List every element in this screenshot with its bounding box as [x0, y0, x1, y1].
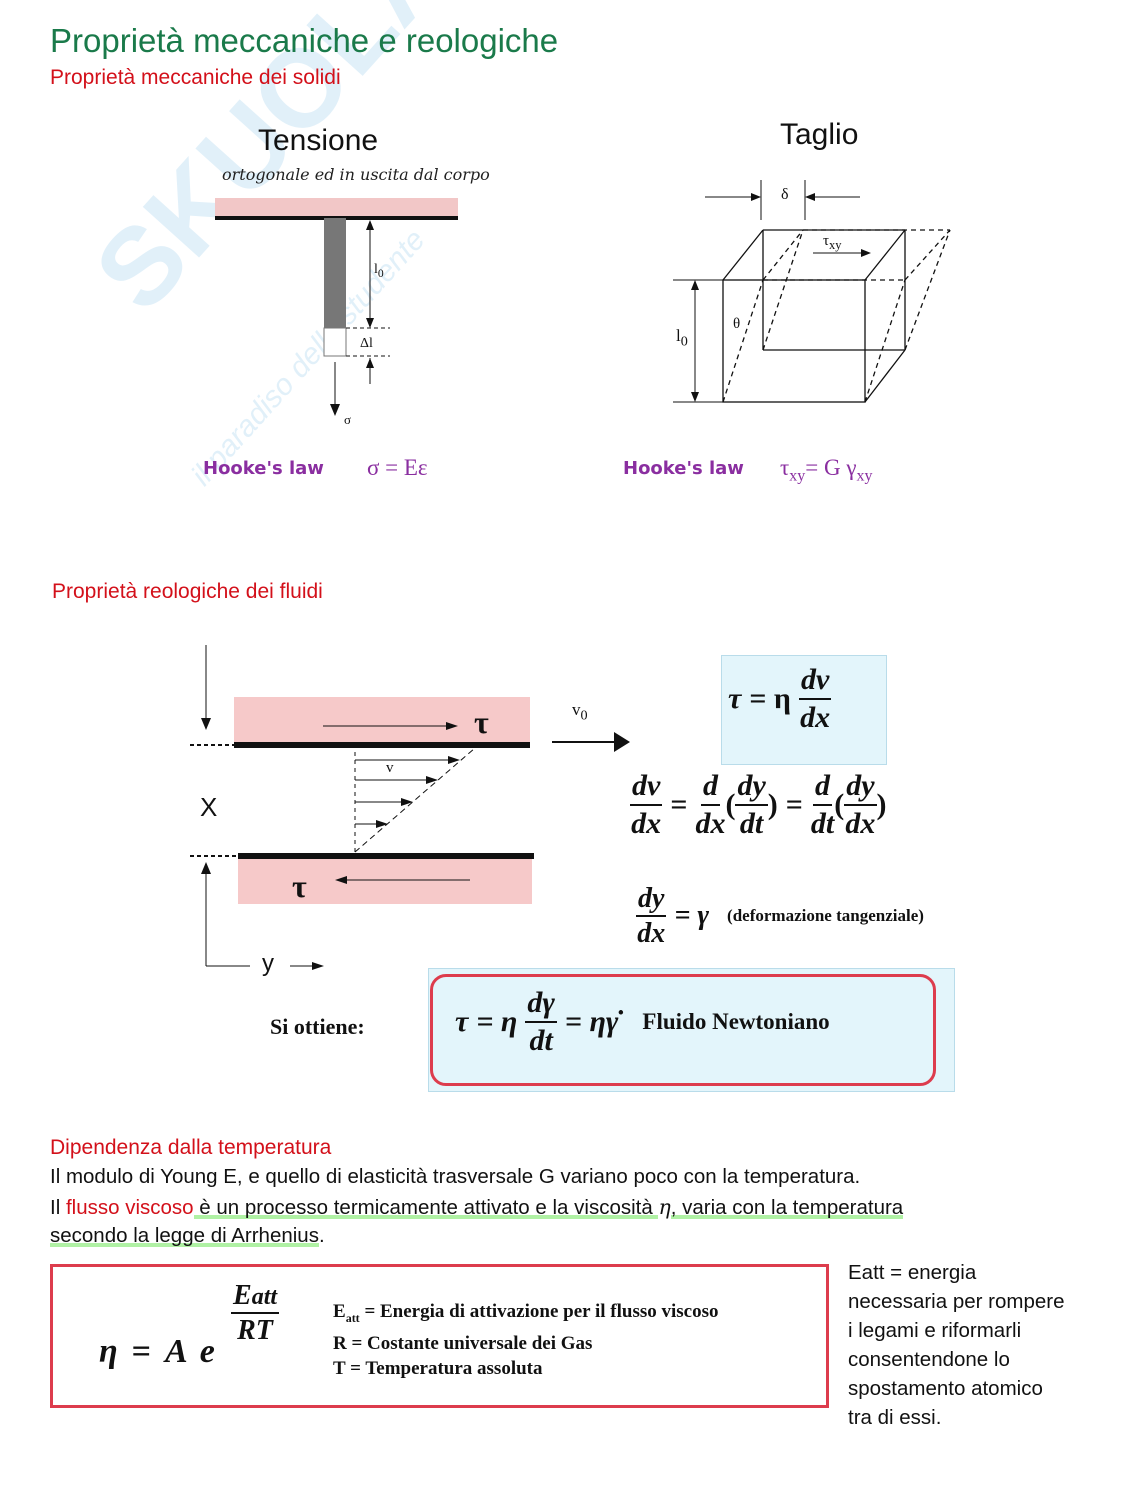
- result-label: Si ottiene:: [270, 1014, 365, 1039]
- tension-diagram: [215, 198, 458, 416]
- hooke-law-left-label: Hooke's law: [203, 458, 324, 479]
- flow-v0-label: v0: [572, 700, 588, 724]
- arrhenius-legend: Eatt = Energia di attivazione per il flu…: [333, 1299, 719, 1381]
- page-title: Proprietà meccaniche e reologiche: [50, 22, 559, 59]
- flow-tau-top: τ: [474, 704, 489, 740]
- tension-sigma-label: σ: [344, 412, 352, 427]
- hooke-law-right-label: Hooke's law: [623, 458, 744, 479]
- flow-tau-bottom: τ: [292, 868, 307, 904]
- shear-diagram: [673, 180, 951, 403]
- flow-x-axis-label: X: [200, 792, 218, 822]
- young-modulus-paragraph: Il modulo di Young E, e quello di elasti…: [50, 1165, 861, 1188]
- legend-item-t: T = Temperatura assoluta: [333, 1357, 543, 1379]
- section-fluids-heading: Proprietà reologiche dei fluidi: [52, 580, 323, 603]
- arrhenius-paragraph: secondo la legge di Arrhenius.: [50, 1224, 325, 1247]
- section-solids-heading: Proprietà meccaniche dei solidi: [50, 66, 341, 89]
- handwritten-note: ortogonale ed in uscita dal corpo: [222, 165, 490, 184]
- tension-dl-label: Δl: [360, 336, 373, 351]
- flow-v-label: v: [386, 760, 394, 776]
- newtonian-box-bg: [428, 968, 955, 1092]
- note-line: tra di essi.: [848, 1406, 942, 1429]
- note-line: Eatt = energia: [848, 1261, 977, 1284]
- hooke-law-right-formula: τxy= G γxy: [780, 455, 873, 485]
- viscous-flow-paragraph: Il flusso viscoso è un processo termicam…: [50, 1195, 904, 1219]
- legend-item-eatt: Eatt = Energia di attivazione per il flu…: [333, 1301, 719, 1325]
- flow-y-axis-label: y: [262, 950, 274, 977]
- tension-l0-label: l0: [374, 262, 384, 280]
- legend-item-r: R = Costante universale dei Gas: [333, 1332, 593, 1354]
- shear-label: Taglio: [780, 118, 859, 151]
- note-line: spostamento atomico: [848, 1377, 1043, 1400]
- shear-delta-label: δ: [781, 186, 789, 203]
- note-line: necessaria per rompere: [848, 1290, 1065, 1313]
- shear-theta-label: θ: [733, 316, 741, 332]
- tension-label: Tensione: [258, 124, 379, 157]
- note-line: i legami e riformarli: [848, 1319, 1022, 1342]
- shear-tau-label: τxy: [823, 233, 842, 252]
- hooke-law-left-formula: σ = Eε: [367, 455, 428, 480]
- note-line: consentendone lo: [848, 1348, 1010, 1371]
- activation-energy-note: Eatt = energia necessaria per rompere i …: [848, 1258, 1065, 1432]
- fluid-flow-diagram: [190, 645, 630, 970]
- shear-l0-label: l0: [676, 326, 688, 350]
- section-temperature-heading: Dipendenza dalla temperatura: [50, 1136, 332, 1159]
